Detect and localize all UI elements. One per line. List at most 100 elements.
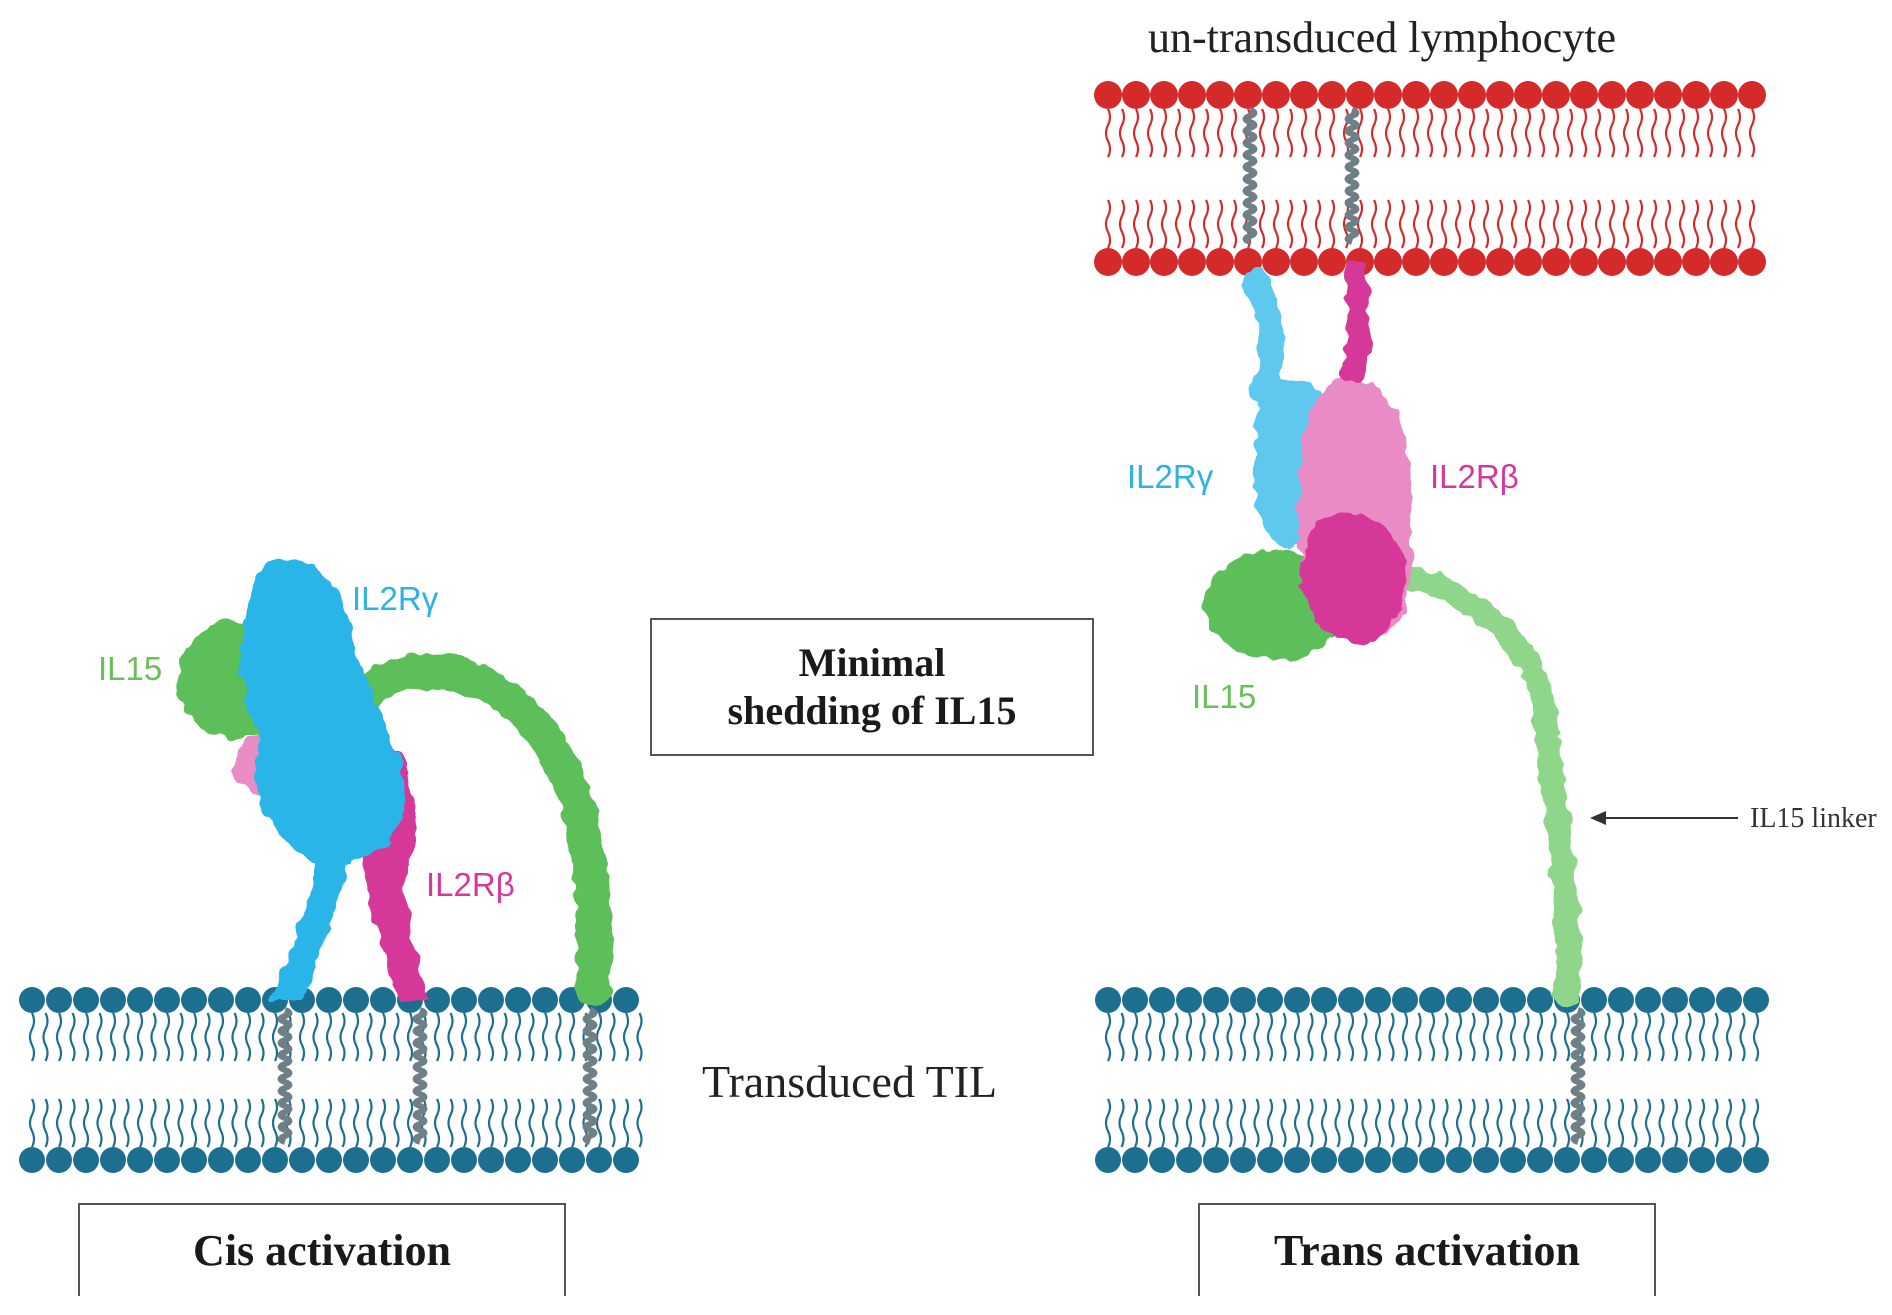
lipid-head-outer xyxy=(1095,987,1121,1013)
transmembrane-helix xyxy=(582,1007,598,1145)
lipid-head-inner xyxy=(1514,248,1542,276)
lipid-head-inner xyxy=(1554,1147,1580,1173)
lipid-head-outer xyxy=(73,987,99,1013)
lipid-head-outer xyxy=(1500,987,1526,1013)
cis-il2rg-label: IL2Rγ xyxy=(352,580,439,617)
lipid-head-outer xyxy=(424,987,450,1013)
lipid-head-inner xyxy=(1392,1147,1418,1173)
trans-caption: Trans activation xyxy=(1274,1226,1580,1275)
lipid-head-inner xyxy=(1122,248,1150,276)
center-box-line2: shedding of IL15 xyxy=(727,688,1017,733)
lipid-head-inner xyxy=(1338,1147,1364,1173)
lipid-head-inner xyxy=(1473,1147,1499,1173)
lipid-head-outer xyxy=(1149,987,1175,1013)
cis-il15-linker xyxy=(351,653,612,1007)
transmembrane-helices xyxy=(277,107,1586,1145)
transmembrane-helix xyxy=(1344,107,1360,245)
lipid-head-outer xyxy=(1338,987,1364,1013)
lipid-head-inner xyxy=(1365,1147,1391,1173)
lipid-head-outer xyxy=(1473,987,1499,1013)
lipid-head-inner xyxy=(1430,248,1458,276)
lipid-head-outer xyxy=(1094,81,1122,109)
lipid-head-outer xyxy=(154,987,180,1013)
lipid-head-outer xyxy=(1203,987,1229,1013)
lipid-head-inner xyxy=(235,1147,261,1173)
lipid-head-outer xyxy=(1738,81,1766,109)
lipid-head-inner xyxy=(1095,1147,1121,1173)
trans-complex xyxy=(1205,259,1583,1007)
lipid-head-inner xyxy=(532,1147,558,1173)
lipid-head-inner xyxy=(262,1147,288,1173)
trans-il2rb-dark xyxy=(1300,513,1406,645)
center-box-line1: Minimal xyxy=(798,640,946,685)
lipid-head-inner xyxy=(1203,1147,1229,1173)
lipid-head-outer xyxy=(1570,81,1598,109)
lipid-head-inner xyxy=(1230,1147,1256,1173)
lipid-head-outer xyxy=(1346,81,1374,109)
lipid-head-outer xyxy=(1743,987,1769,1013)
lipid-head-outer xyxy=(1311,987,1337,1013)
lipid-head-inner xyxy=(1150,248,1178,276)
lipid-head-inner xyxy=(1206,248,1234,276)
lipid-head-inner xyxy=(1500,1147,1526,1173)
linker-arrow xyxy=(1590,811,1738,825)
lipid-head-outer xyxy=(1365,987,1391,1013)
lipid-head-outer xyxy=(478,987,504,1013)
lipid-head-outer xyxy=(1608,987,1634,1013)
lipid-head-outer xyxy=(1419,987,1445,1013)
lipid-head-outer xyxy=(1230,987,1256,1013)
lipid-head-outer xyxy=(1206,81,1234,109)
lipid-head-inner xyxy=(1318,248,1346,276)
lipid-head-inner xyxy=(1257,1147,1283,1173)
lipid-head-inner xyxy=(181,1147,207,1173)
lipid-head-inner xyxy=(1122,1147,1148,1173)
lipid-head-outer xyxy=(208,987,234,1013)
lipid-head-outer xyxy=(1234,81,1262,109)
lipid-head-inner xyxy=(1284,1147,1310,1173)
lipid-head-inner xyxy=(1635,1147,1661,1173)
center-box: Minimal shedding of IL15 xyxy=(650,618,1094,756)
lipid-head-outer xyxy=(316,987,342,1013)
trans-il2rg-label: IL2Rγ xyxy=(1127,458,1214,495)
lipid-head-outer xyxy=(1581,987,1607,1013)
lipid-head-inner xyxy=(46,1147,72,1173)
lipid-head-outer xyxy=(1122,81,1150,109)
lipid-head-inner xyxy=(613,1147,639,1173)
lipid-head-outer xyxy=(46,987,72,1013)
cis-il2rb-label: IL2Rβ xyxy=(426,866,515,903)
til-membrane-right xyxy=(1095,987,1769,1173)
lipid-head-outer xyxy=(1458,81,1486,109)
lipid-head-outer xyxy=(343,987,369,1013)
trans-il15-label: IL15 xyxy=(1192,678,1257,715)
transmembrane-helix xyxy=(412,1007,428,1145)
lipid-head-inner xyxy=(1374,248,1402,276)
lipid-head-outer xyxy=(1392,987,1418,1013)
lipid-head-outer xyxy=(127,987,153,1013)
lipid-head-inner xyxy=(1738,248,1766,276)
lipid-head-outer xyxy=(1430,81,1458,109)
lipid-head-inner xyxy=(1402,248,1430,276)
lipid-head-inner xyxy=(1176,1147,1202,1173)
lipid-head-inner xyxy=(1446,1147,1472,1173)
lipid-head-outer xyxy=(1122,987,1148,1013)
lipid-head-outer xyxy=(1682,81,1710,109)
lipid-head-outer xyxy=(1176,987,1202,1013)
lipid-head-outer xyxy=(235,987,261,1013)
lipid-head-inner xyxy=(127,1147,153,1173)
lipid-head-inner xyxy=(505,1147,531,1173)
cis-il2rg xyxy=(241,556,406,1000)
lipid-head-outer xyxy=(1710,81,1738,109)
lipid-head-inner xyxy=(1608,1147,1634,1173)
lipid-head-outer xyxy=(451,987,477,1013)
membrane-label: Transduced TIL xyxy=(702,1056,998,1107)
lipid-head-outer xyxy=(1374,81,1402,109)
lipid-head-inner xyxy=(1598,248,1626,276)
lipid-head-inner xyxy=(1682,248,1710,276)
lipid-head-inner xyxy=(19,1147,45,1173)
lipid-head-inner xyxy=(100,1147,126,1173)
lipid-head-inner xyxy=(1178,248,1206,276)
lipid-head-inner xyxy=(1662,1147,1688,1173)
lipid-head-outer xyxy=(1284,987,1310,1013)
lipid-head-outer xyxy=(1290,81,1318,109)
lipid-head-inner xyxy=(559,1147,585,1173)
